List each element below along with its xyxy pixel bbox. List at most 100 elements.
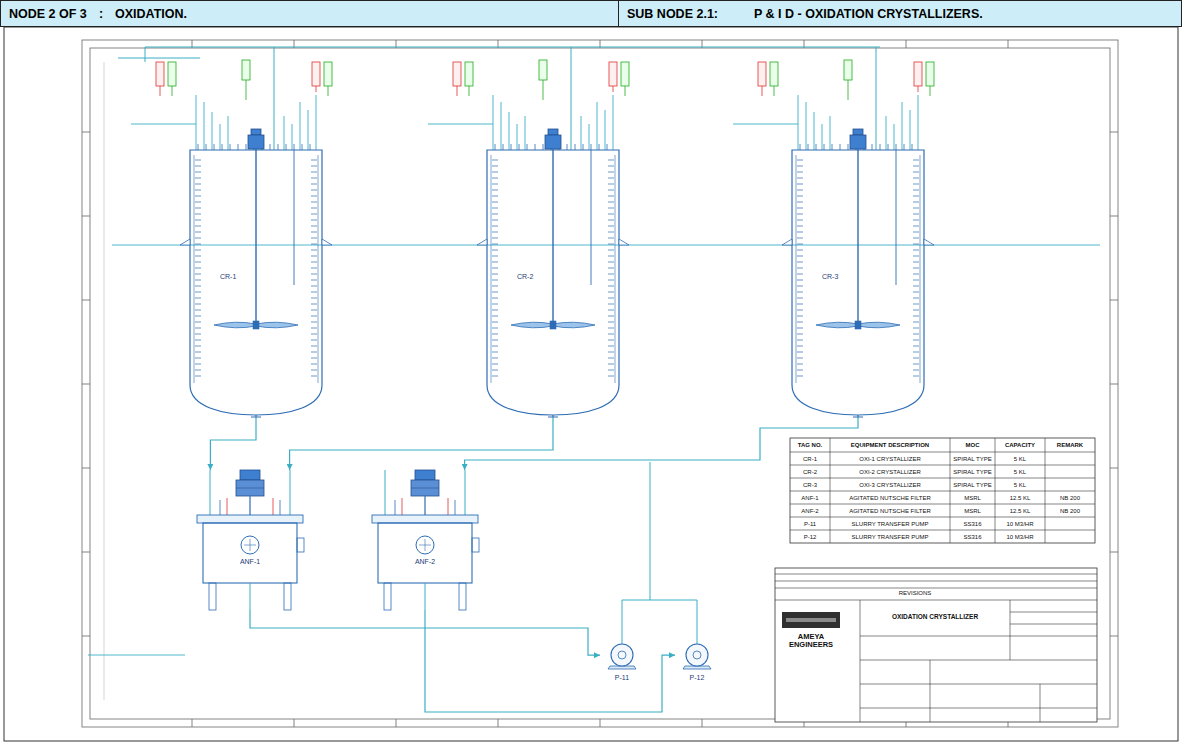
nutsche-filter: ANF-2 xyxy=(370,470,480,610)
support-lug xyxy=(477,239,487,245)
limpet-coil xyxy=(311,244,317,245)
limpet-coil xyxy=(913,286,919,287)
table-cell: OXI-3 CRYSTALLIZER xyxy=(830,482,950,488)
utility-pipe xyxy=(112,245,1100,246)
limpet-coil xyxy=(913,232,919,233)
agitator-motor xyxy=(251,129,261,135)
top-plate xyxy=(197,515,303,523)
limpet-coil xyxy=(195,232,201,233)
top-nozzle xyxy=(302,144,303,150)
instrument-line xyxy=(273,498,274,515)
limpet-coil xyxy=(797,316,803,317)
limpet-coil xyxy=(492,214,498,215)
support-leg xyxy=(384,583,391,610)
vessel-symbol xyxy=(180,129,332,417)
header-text: P & I D - OXIDATION CRYSTALLIZERS. xyxy=(754,8,983,21)
drawing-title: OXIDATION CRYSTALLIZER xyxy=(862,614,1008,621)
table-cell: TAG NO. xyxy=(790,442,830,448)
jacket-wall xyxy=(318,155,319,383)
crystallizer-vessel: CR-2 xyxy=(487,135,619,417)
table-cell: EQUIPMENT DESCRIPTION xyxy=(830,442,950,448)
top-nozzle xyxy=(222,144,223,150)
table-cell: P-11 xyxy=(790,521,830,527)
top-plate xyxy=(372,515,478,523)
limpet-coil xyxy=(608,346,614,347)
revision-heading: REVISIONS xyxy=(870,590,960,596)
vessel-symbol xyxy=(782,129,934,417)
table-cell: 5 KL xyxy=(995,456,1045,462)
limpet-coil xyxy=(913,298,919,299)
vessel-shell xyxy=(792,150,924,415)
dip-pipe xyxy=(591,150,592,285)
limpet-coil xyxy=(492,184,498,185)
top-nozzle xyxy=(198,144,199,150)
equipment-tag: CR-2 xyxy=(517,273,533,280)
limpet-coil xyxy=(195,238,201,239)
table-cell: SS316 xyxy=(950,521,995,527)
limpet-coil xyxy=(608,244,614,245)
limpet-coil xyxy=(913,262,919,263)
filter-symbol xyxy=(197,470,304,610)
limpet-coil xyxy=(492,190,498,191)
top-nozzle xyxy=(214,144,215,150)
table-grid xyxy=(790,438,1095,543)
limpet-coil xyxy=(797,334,803,335)
limpet-coil xyxy=(492,364,498,365)
agitator-motor xyxy=(853,129,863,135)
limpet-coil xyxy=(797,232,803,233)
pump-impeller xyxy=(618,651,626,659)
top-nozzle xyxy=(503,144,504,150)
limpet-coil xyxy=(195,226,201,227)
limpet-coil xyxy=(195,286,201,287)
limpet-coil xyxy=(913,328,919,329)
limpet-coil xyxy=(311,340,317,341)
limpet-coil xyxy=(311,352,317,353)
limpet-coil xyxy=(311,346,317,347)
vessel-outline xyxy=(190,135,322,417)
support-lug xyxy=(924,239,934,245)
limpet-coil xyxy=(797,214,803,215)
limpet-coil xyxy=(311,172,317,173)
limpet-coil xyxy=(311,238,317,239)
limpet-coil xyxy=(608,190,614,191)
limpet-coil xyxy=(492,208,498,209)
limpet-coil xyxy=(608,238,614,239)
equipment-tag: P-12 xyxy=(690,674,705,681)
limpet-coil xyxy=(195,310,201,311)
limpet-coil xyxy=(913,334,919,335)
table-cell: SS316 xyxy=(950,534,995,540)
limpet-coil xyxy=(913,256,919,257)
company-logo xyxy=(782,612,840,628)
support-lug xyxy=(619,239,629,245)
top-nozzle xyxy=(824,144,825,150)
limpet-coil xyxy=(913,190,919,191)
limpet-coil xyxy=(492,310,498,311)
table-cell: SPIRAL TYPE xyxy=(950,456,995,462)
table-cell: CAPACITY xyxy=(995,442,1045,448)
top-nozzle xyxy=(535,144,536,150)
limpet-coil xyxy=(311,322,317,323)
limpet-coil xyxy=(311,178,317,179)
table-cell: OXI-1 CRYSTALLIZER xyxy=(830,456,950,462)
agitator-blade xyxy=(214,322,256,328)
agitator-blade xyxy=(256,322,298,328)
limpet-coil xyxy=(608,232,614,233)
top-nozzle xyxy=(904,144,905,150)
filter-drum xyxy=(203,523,297,583)
limpet-coil xyxy=(913,226,919,227)
top-nozzle xyxy=(278,144,279,150)
table-cell: CR-1 xyxy=(790,456,830,462)
header-text: : xyxy=(99,8,103,21)
limpet-coil xyxy=(608,298,614,299)
top-nozzle xyxy=(599,144,600,150)
limpet-coil xyxy=(492,226,498,227)
header-text: OXIDATION. xyxy=(115,8,187,21)
table-cell: P-12 xyxy=(790,534,830,540)
limpet-coil xyxy=(311,274,317,275)
limpet-coil xyxy=(195,358,201,359)
support-leg xyxy=(459,583,466,610)
limpet-coil xyxy=(797,268,803,269)
top-nozzle xyxy=(310,144,311,150)
top-nozzle xyxy=(840,144,841,150)
gearbox-line xyxy=(236,488,264,489)
